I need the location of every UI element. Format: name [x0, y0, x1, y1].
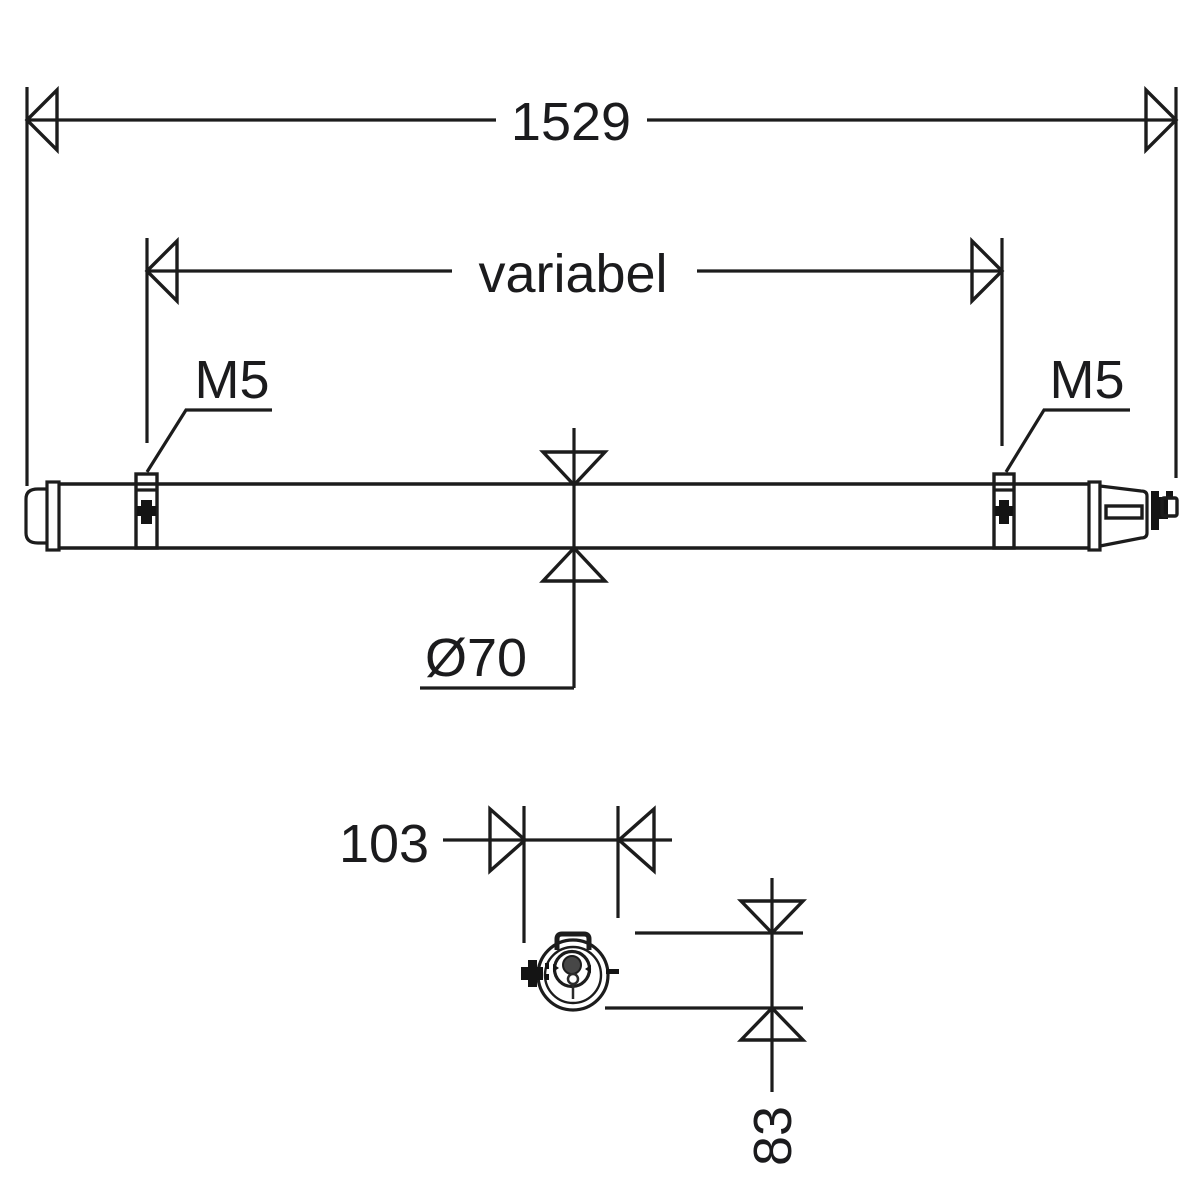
- clip-dash-bottom: [545, 974, 549, 980]
- connector-latch: [1166, 491, 1173, 498]
- arrowhead-right-icon: [488, 805, 528, 875]
- leader-line-right: [1004, 408, 1130, 473]
- arrowhead-up-icon: [736, 1005, 808, 1042]
- end-flange-left: [45, 480, 61, 552]
- end-cap-left: [24, 487, 50, 545]
- clamp-span-label: variabel: [478, 244, 667, 304]
- arrowhead-right-icon: [1144, 85, 1179, 155]
- overall-length-label: 1529: [511, 92, 631, 152]
- arrowhead-left-icon: [144, 236, 179, 306]
- arrowhead-right-icon: [970, 236, 1005, 306]
- thread-callout-right: M5: [1004, 350, 1130, 473]
- arrowhead-down-icon: [539, 450, 609, 488]
- housing-slot: [1104, 504, 1144, 520]
- thread-callout-left: M5: [145, 350, 272, 473]
- thread-label-right: M5: [1049, 350, 1124, 410]
- dimension-end-height: 83: [605, 878, 808, 1166]
- thread-label-left: M5: [194, 350, 269, 410]
- connector-plug: [1160, 496, 1179, 518]
- arrowhead-left-icon: [24, 85, 59, 155]
- side-dash-right: [606, 969, 619, 974]
- socket-tick-left: [553, 964, 559, 972]
- arrowhead-down-icon: [736, 899, 808, 936]
- clamp-screw-icon: [137, 500, 156, 524]
- diameter-label: Ø70: [425, 628, 527, 688]
- connector-pin-boss: [562, 955, 582, 975]
- top-tab-bracket: [554, 931, 592, 950]
- end-housing-right: [1098, 484, 1149, 548]
- end-height-label: 83: [743, 1106, 803, 1166]
- arrowhead-left-icon: [616, 805, 656, 875]
- end-width-label: 103: [339, 814, 429, 874]
- leader-line-left: [145, 408, 272, 473]
- dimension-end-width: 103: [339, 805, 672, 943]
- side-clip-left: [521, 960, 543, 987]
- connector-end-view: [521, 931, 619, 1012]
- arrowhead-up-icon: [539, 545, 609, 583]
- dimension-overall-length: 1529: [24, 85, 1179, 486]
- dimension-tube-diameter: Ø70: [420, 428, 609, 690]
- end-flange-right: [1087, 480, 1102, 552]
- socket-tick-right: [585, 965, 591, 973]
- clip-dash-top: [545, 963, 549, 969]
- clamp-screw-icon: [995, 500, 1013, 524]
- tube-side-view: [24, 472, 1179, 552]
- connector-base: [1151, 491, 1168, 530]
- dimension-clamp-span: variabel: [144, 236, 1005, 446]
